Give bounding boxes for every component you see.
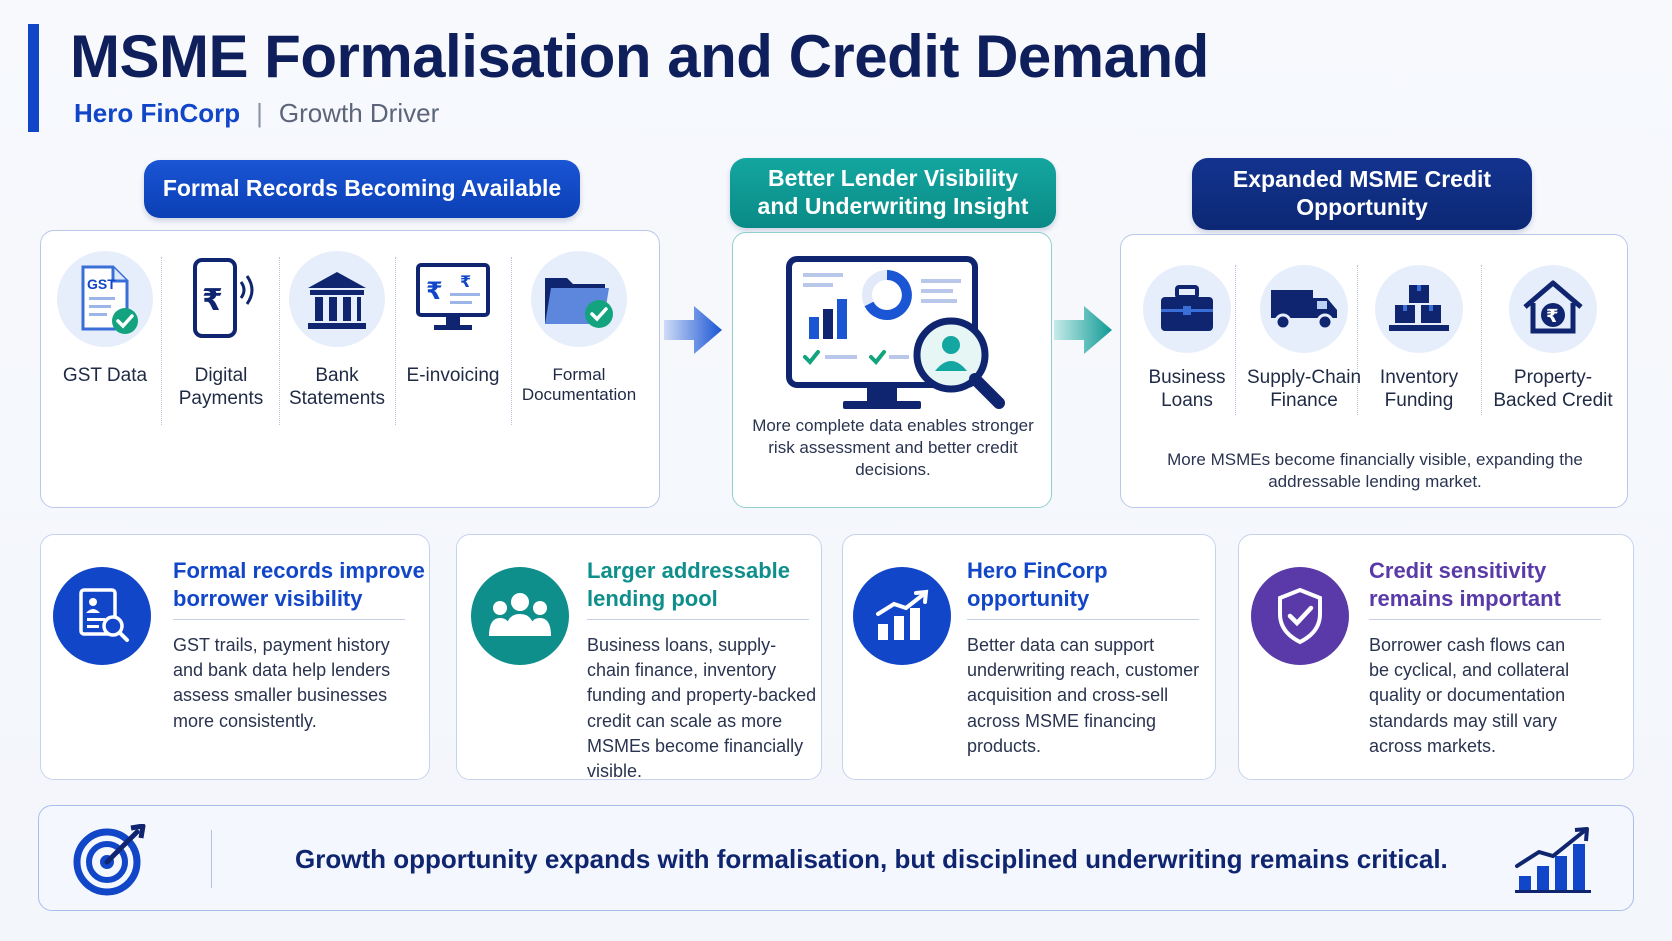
source-item-bank-statements: Bank Statements [279, 251, 395, 411]
divider [511, 257, 512, 425]
divider [279, 257, 280, 425]
insight-card-hero-opportunity: Hero FinCorp opportunity Better data can… [842, 534, 1216, 780]
bank-building-icon [289, 251, 385, 347]
stage3-heading: Expanded MSME Credit Opportunity [1192, 158, 1532, 230]
opportunity-item-property-backed: ₹ Property-Backed Credit [1483, 265, 1623, 413]
card-body: GST trails, payment history and bank dat… [173, 635, 391, 731]
title-accent-bar [28, 24, 39, 132]
svg-text:₹: ₹ [202, 283, 223, 318]
source-label-e-invoicing: E-invoicing [406, 365, 500, 386]
svg-text:₹: ₹ [460, 272, 471, 291]
svg-text:₹: ₹ [1546, 306, 1559, 327]
card-body: Better data can support underwriting rea… [967, 635, 1200, 756]
insight-card-lending-pool: Larger addressable lending pool Business… [456, 534, 822, 781]
folder-check-icon [531, 251, 627, 347]
growth-chart-icon [853, 567, 951, 665]
brand-name: Hero FinCorp [74, 98, 241, 128]
subtitle-separator: | [256, 98, 263, 128]
opportunity-label-supply-chain: Supply-Chain Finance [1246, 367, 1362, 411]
divider [395, 257, 396, 425]
flow-arrow-1 [664, 306, 722, 354]
card-title: Larger addressable lending pool [587, 558, 790, 611]
card-title: Hero FinCorp opportunity [967, 558, 1108, 611]
source-item-digital-payments: ₹ Digital Payments [163, 251, 279, 411]
source-item-e-invoicing: ₹ ₹ E-invoicing [395, 251, 511, 388]
delivery-truck-icon [1260, 265, 1348, 353]
source-label-bank-statements: Bank Statements [288, 365, 386, 409]
rising-bar-chart-icon [1515, 827, 1591, 893]
card-body: Business loans, supply-chain finance, in… [587, 635, 817, 781]
takeaway-banner: Growth opportunity expands with formalis… [38, 805, 1634, 911]
stage1-heading: Formal Records Becoming Available [144, 160, 580, 218]
stage2-heading: Better Lender Visibility and Underwritin… [730, 158, 1056, 228]
opportunity-label-property-backed: Property-Backed Credit [1493, 367, 1613, 411]
stage3-panel: Business Loans Supply-Chain Finance [1120, 234, 1628, 508]
shield-check-icon [1251, 567, 1349, 665]
card-title: Formal records improve borrower visibili… [173, 558, 425, 611]
card-title: Credit sensitivity remains important [1369, 558, 1561, 611]
stage3-description: More MSMEs become financially visible, e… [1167, 450, 1583, 492]
document-search-icon [53, 567, 151, 665]
house-rupee-icon: ₹ [1509, 265, 1597, 353]
opportunity-label-business-loans: Business Loans [1148, 367, 1226, 411]
monitor-rupee-invoice-icon: ₹ ₹ [405, 251, 501, 347]
card-rule [587, 619, 809, 620]
page-title: MSME Formalisation and Credit Demand [70, 23, 1209, 90]
opportunity-item-supply-chain: Supply-Chain Finance [1239, 265, 1369, 413]
target-arrow-icon [73, 824, 146, 896]
card-rule [173, 619, 405, 620]
stage1-panel: GST GST Data ₹ Digital Payments [40, 230, 660, 508]
gst-document-check-icon: GST [57, 251, 153, 347]
banner-divider [211, 830, 212, 888]
source-label-gst: GST Data [62, 365, 148, 386]
stacked-boxes-icon [1375, 265, 1463, 353]
insight-card-visibility: Formal records improve borrower visibili… [40, 534, 430, 780]
divider [1481, 265, 1482, 415]
opportunity-item-business-loans: Business Loans [1129, 265, 1245, 413]
divider [1357, 265, 1358, 415]
subtitle: Hero FinCorp | Growth Driver [74, 98, 439, 129]
analytics-monitor-magnifier-icon [786, 256, 1005, 409]
opportunity-label-inventory: Inventory Funding [1379, 367, 1459, 411]
subtitle-tag: Growth Driver [278, 98, 440, 128]
stage2-panel: More complete data enables stronger risk… [732, 232, 1052, 508]
divider [1235, 265, 1236, 415]
source-label-formal-documentation: Formal Documentation [521, 365, 637, 405]
takeaway-text: Growth opportunity expands with formalis… [295, 844, 1448, 874]
insight-card-credit-sensitivity: Credit sensitivity remains important Bor… [1238, 534, 1634, 780]
stage2-description: More complete data enables stronger risk… [752, 416, 1034, 480]
divider [161, 257, 162, 425]
flow-arrow-2 [1054, 306, 1112, 354]
source-item-formal-documentation: Formal Documentation [511, 251, 647, 406]
source-label-digital-payments: Digital Payments [178, 365, 264, 409]
gst-icon-text: GST [87, 276, 116, 292]
card-rule [967, 619, 1199, 620]
briefcase-icon [1143, 265, 1231, 353]
svg-text:₹: ₹ [426, 277, 443, 305]
card-rule [1369, 619, 1601, 620]
source-item-gst: GST GST Data [47, 251, 163, 388]
opportunity-item-inventory: Inventory Funding [1357, 265, 1481, 413]
people-group-icon [471, 567, 569, 665]
mobile-rupee-payment-icon: ₹ [173, 251, 269, 347]
card-body: Borrower cash flows can be cyclical, and… [1369, 635, 1570, 756]
